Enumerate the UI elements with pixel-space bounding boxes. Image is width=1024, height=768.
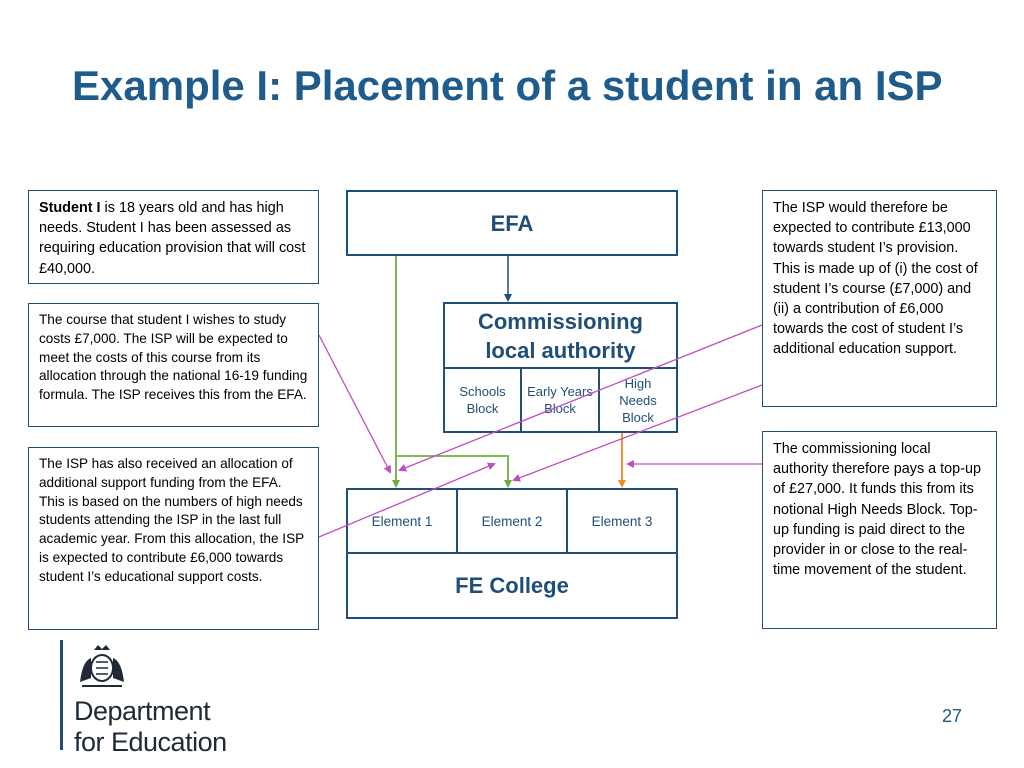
note-additional: The ISP has also received an allocation …: [28, 447, 319, 630]
royal-crest-icon: [80, 645, 124, 687]
logo-bar: [60, 640, 63, 750]
note-topup: The commissioning local authority theref…: [762, 431, 997, 629]
note-course-text: The course that student I wishes to stud…: [39, 312, 308, 403]
efa-label: EFA: [490, 210, 534, 236]
element-2-box: Element 2: [456, 488, 568, 554]
fe-college-label: FE College: [455, 573, 569, 598]
page-title: Example I: Placement of a student in an …: [72, 62, 943, 109]
schools-block: Schools Block: [443, 367, 522, 433]
fe-college-box: FE College: [346, 552, 678, 619]
schools-block-label: Schools Block: [459, 384, 506, 416]
element-1-label: Element 1: [371, 513, 433, 529]
early-years-block: Early Years Block: [520, 367, 600, 433]
arrow-additional-note: [318, 462, 496, 538]
logo-line-2: for Education: [74, 727, 227, 757]
element-1-box: Element 1: [346, 488, 458, 554]
note-topup-text: The commissioning local authority theref…: [773, 441, 981, 579]
element-2-label: Element 2: [481, 513, 543, 529]
element-3-box: Element 3: [566, 488, 678, 554]
note-contribute-text: The ISP would therefore be expected to c…: [773, 200, 978, 358]
logo-line-1: Department: [74, 696, 211, 726]
commissioning-label: Commissioning local authority: [477, 308, 643, 363]
high-needs-block-label: High Needs Block: [619, 375, 657, 425]
arrow-contribute-note-2: [512, 384, 763, 482]
note-student-bold: Student I: [39, 200, 101, 216]
note-student: Student I is 18 years old and has high n…: [28, 190, 319, 284]
note-contribute: The ISP would therefore be expected to c…: [762, 190, 997, 407]
note-course: The course that student I wishes to stud…: [28, 303, 319, 427]
page-number: 27: [941, 706, 962, 726]
efa-box: EFA: [346, 190, 678, 256]
early-years-block-label: Early Years Block: [527, 384, 593, 416]
element-3-label: Element 3: [591, 513, 653, 529]
arrow-contribute-note-1: [398, 324, 763, 472]
commissioning-box: Commissioning local authority: [443, 302, 678, 369]
note-additional-text: The ISP has also received an allocation …: [39, 456, 304, 584]
note-student-text: is 18 years old and has high needs. Stud…: [39, 200, 306, 277]
arrow-course-note: [318, 334, 391, 474]
logo-text: Department for Education: [74, 696, 334, 758]
